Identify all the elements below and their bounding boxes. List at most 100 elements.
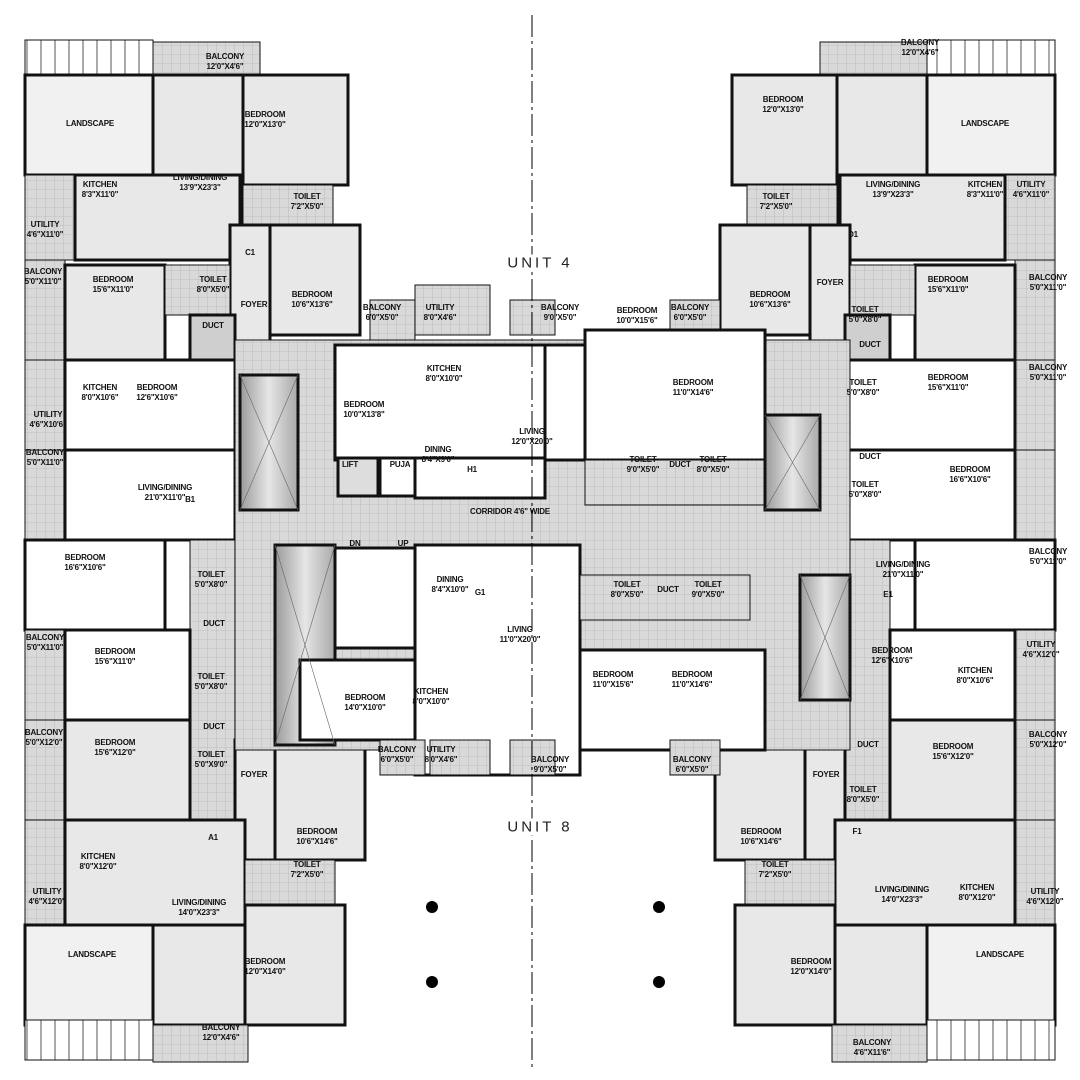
room-label: DUCT xyxy=(669,460,691,470)
room-outline xyxy=(73,173,242,262)
room-name: UTILITY xyxy=(426,745,456,754)
room-outline xyxy=(23,923,155,1027)
room-name: F1 xyxy=(852,827,862,836)
room-name: KITCHEN xyxy=(967,180,1003,189)
room-size: 8'0"X5'0" xyxy=(610,590,644,599)
room-label: D1 xyxy=(848,230,858,240)
room-size: 10'0"X13'8" xyxy=(343,410,385,419)
room-label: UP xyxy=(398,539,409,549)
room-size: 21'0"X11'0" xyxy=(144,493,186,502)
room-label: H1 xyxy=(467,465,477,475)
room-name: BEDROOM xyxy=(244,110,286,119)
room-label: E1 xyxy=(883,590,893,600)
room-name: KITCHEN xyxy=(82,180,118,189)
room-name: UTILITY xyxy=(32,887,62,896)
room-outline xyxy=(1004,174,1056,261)
room-size: 4'6"X12'0" xyxy=(1022,650,1060,659)
room-label: G1 xyxy=(475,588,485,598)
room-label: B1 xyxy=(185,495,195,505)
room-outline xyxy=(24,174,76,261)
room-size: 11'0"X14'6" xyxy=(671,680,713,689)
room-name: BEDROOM xyxy=(672,378,714,387)
room-size: 15'6"X11'0" xyxy=(927,285,969,294)
room-size: 5'0"X11'0" xyxy=(24,277,62,286)
room-size: 12'6"X10'6" xyxy=(871,656,913,665)
room-size: 8'0"X12'0" xyxy=(79,862,117,871)
room-size: 5'0"X8'0" xyxy=(194,682,228,691)
room-outline xyxy=(189,539,236,821)
room-size: 13'9"X23'3" xyxy=(179,183,221,192)
room-name: DN xyxy=(349,539,361,548)
room-name: KITCHEN xyxy=(957,666,993,675)
room-name: KITCHEN xyxy=(426,364,462,373)
room-size: 8'0"X5'0" xyxy=(846,795,880,804)
room-outline xyxy=(336,456,380,498)
room-outline xyxy=(188,313,237,362)
room-size: 8'0"X4'6" xyxy=(424,755,458,764)
room-name: DUCT xyxy=(657,585,679,594)
room-outline xyxy=(273,743,367,862)
room-outline xyxy=(151,923,247,1027)
room-outline xyxy=(414,284,491,336)
room-name: BEDROOM xyxy=(94,738,136,747)
room-name: TOILET xyxy=(293,860,321,869)
room-outline xyxy=(413,543,582,777)
room-size: 4'6"X11'0" xyxy=(1012,190,1050,199)
room-name: BEDROOM xyxy=(871,646,913,655)
room-outline xyxy=(24,359,66,451)
room-label: LANDSCAPE xyxy=(68,950,116,960)
room-name: TOILET xyxy=(199,275,227,284)
room-name: H1 xyxy=(467,465,477,474)
room-size: 12'0"X4'6" xyxy=(206,62,244,71)
room-size: 5'0"X9'0" xyxy=(194,760,228,769)
room-name: BALCONY xyxy=(530,755,570,764)
room-label: LANDSCAPE xyxy=(66,119,114,129)
room-outline xyxy=(578,648,767,752)
room-name: BALCONY xyxy=(201,1023,241,1032)
room-name: LIVING/DINING xyxy=(874,885,930,894)
room-size: 15'6"X11'0" xyxy=(94,657,136,666)
room-name: TOILET xyxy=(851,305,879,314)
room-label: FOYER xyxy=(813,770,840,780)
room-name: BEDROOM xyxy=(592,670,634,679)
room-outline xyxy=(63,358,237,452)
room-name: BALCONY xyxy=(23,267,63,276)
room-outline xyxy=(378,456,417,498)
room-name: G1 xyxy=(474,588,486,597)
room-outline xyxy=(888,718,1017,822)
room-name: E1 xyxy=(883,590,893,599)
void-cross-line xyxy=(764,414,821,511)
room-size: 4'6"X11'0" xyxy=(26,230,64,239)
room-name: DUCT xyxy=(857,740,879,749)
room-outline xyxy=(1014,449,1056,541)
room-size: 4'6"X12'0" xyxy=(28,897,66,906)
room-name: UP xyxy=(397,539,409,548)
room-outline xyxy=(413,456,547,500)
room-name: BEDROOM xyxy=(790,957,832,966)
room-size: 4'6"X11'6" xyxy=(853,1048,891,1057)
room-outline xyxy=(925,923,1057,1027)
room-outline xyxy=(1014,819,1056,926)
room-name: TOILET xyxy=(293,192,321,201)
room-outline xyxy=(369,299,416,341)
